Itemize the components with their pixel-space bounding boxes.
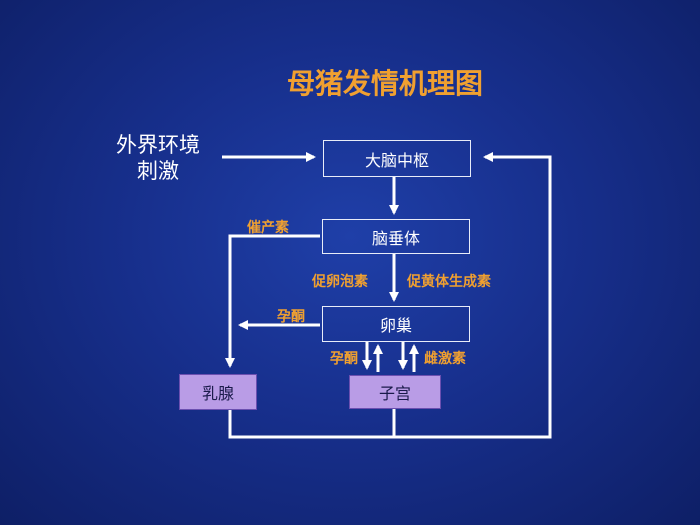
line-pituitary-to-mammary <box>225 234 320 368</box>
brain-center-box: 大脑中枢 <box>323 140 471 177</box>
stimulus-line-2: 刺激 <box>137 159 179 183</box>
feedback-loop-line <box>228 152 552 439</box>
diagram-title: 母猪发情机理图 <box>286 67 483 100</box>
label-lh: 促黄体生成素 <box>407 274 491 290</box>
ovary-box: 卵巢 <box>322 306 470 342</box>
stimulus-line-1: 外界环境 <box>116 133 200 157</box>
label-fsh: 促卵泡素 <box>312 274 368 290</box>
pituitary-box: 脑垂体 <box>322 219 470 254</box>
stimulus-text: 外界环境 刺激 <box>108 132 208 184</box>
label-estrogen: 雌激素 <box>424 351 466 367</box>
mammary-box: 乳腺 <box>179 374 257 410</box>
uterus-box: 子宫 <box>349 375 441 409</box>
label-progesterone-left: 孕酮 <box>277 309 305 325</box>
label-oxytocin: 催产素 <box>247 220 289 236</box>
label-progesterone-down: 孕酮 <box>330 351 358 367</box>
